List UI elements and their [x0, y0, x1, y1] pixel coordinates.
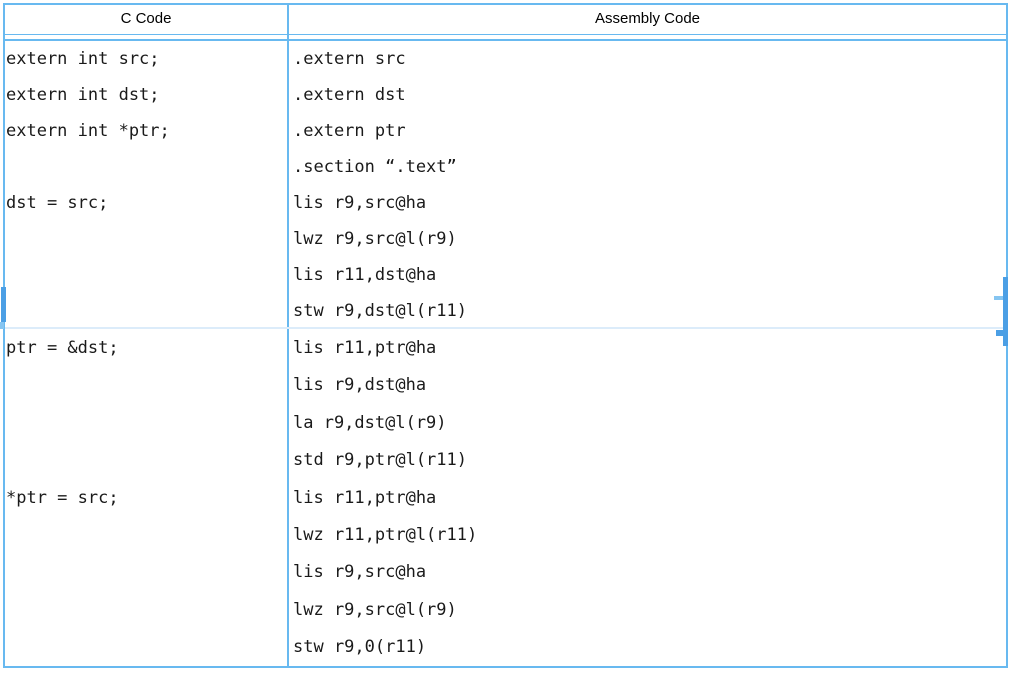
code-line: std r9,ptr@l(r11) — [293, 450, 467, 471]
code-line: lis r11,dst@ha — [293, 265, 437, 285]
code-line: lwz r11,ptr@l(r11) — [293, 524, 478, 545]
code-line: *ptr = src; — [6, 487, 119, 508]
assembly-code-cell-row2: lis r11,ptr@ha lis r9,dst@ha la r9,dst@l(r… — [293, 330, 1001, 667]
code-line: .extern ptr — [293, 121, 406, 141]
c-code-cell-row2: ptr = &dst; *ptr = src; — [6, 330, 285, 667]
column-divider — [287, 5, 289, 666]
code-line: lis r9,dst@ha — [293, 375, 427, 396]
assembly-code-column-header: Assembly Code — [594, 10, 701, 27]
code-line: la r9,dst@l(r9) — [293, 412, 447, 433]
code-line: lwz r9,src@l(r9) — [293, 599, 457, 620]
code-line: .section “.text” — [293, 157, 457, 177]
code-line — [6, 629, 285, 666]
code-line — [6, 592, 285, 629]
code-line: stw r9,0(r11) — [293, 637, 427, 658]
code-line — [6, 405, 285, 442]
code-line: extern int dst; — [6, 85, 160, 105]
code-line — [6, 367, 285, 404]
right-border-selection-bar — [1003, 277, 1008, 346]
c-code-cell-row1: extern int src; extern int dst; extern int… — [6, 41, 285, 329]
code-line — [6, 149, 285, 185]
c-code-column-header: C Code — [120, 10, 172, 27]
code-line: extern int src; — [6, 49, 160, 69]
left-border-tick — [0, 322, 4, 329]
code-line: lis r11,ptr@ha — [293, 487, 437, 508]
code-line — [6, 517, 285, 554]
code-line: lis r11,ptr@ha — [293, 338, 437, 358]
code-line: .extern dst — [293, 85, 406, 105]
code-line — [6, 257, 285, 293]
code-line: extern int *ptr; — [6, 121, 170, 141]
code-line: lwz r9,src@l(r9) — [293, 229, 457, 249]
code-line: ptr = &dst; — [6, 338, 119, 358]
code-line — [6, 442, 285, 479]
code-line: stw r9,dst@l(r11) — [293, 301, 467, 321]
right-border-tick-upper — [994, 296, 1003, 300]
header-separator-thin — [5, 34, 1006, 35]
code-line: dst = src; — [6, 193, 109, 213]
code-line: lis r9,src@ha — [293, 562, 427, 583]
row-divider — [5, 327, 1006, 329]
code-line — [6, 554, 285, 591]
assembly-code-cell-row1: .extern src .extern dst .extern ptr .sectio… — [293, 41, 1001, 329]
code-line: lis r9,src@ha — [293, 193, 427, 213]
right-border-tick-lower — [996, 330, 1003, 336]
left-border-selection-bar — [1, 287, 6, 322]
code-line: .extern src — [293, 49, 406, 69]
code-line — [6, 293, 285, 329]
header-separator-thick — [5, 39, 1006, 41]
code-line — [6, 221, 285, 257]
